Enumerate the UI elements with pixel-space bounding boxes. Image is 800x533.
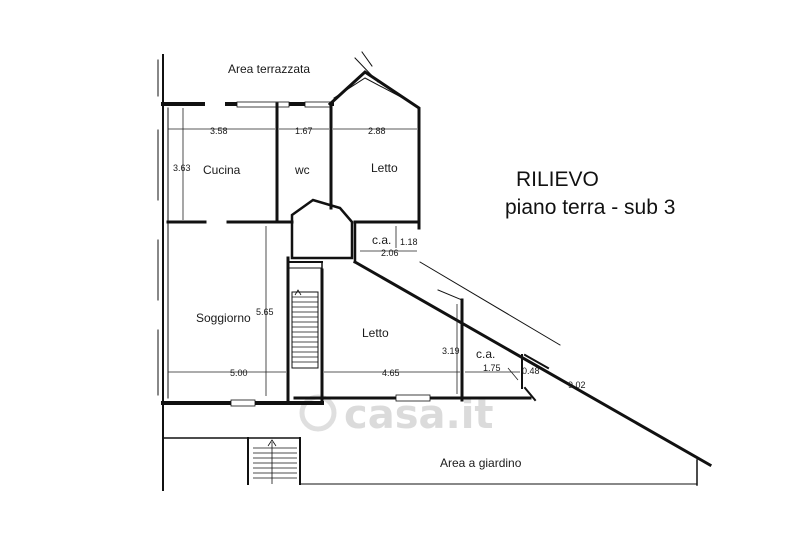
walls [157,51,713,491]
area-giardino-label: Area a giardino [440,456,522,470]
dim-letto-bottom-height: 3.19 [442,346,460,356]
dim-diagonal: 9.02 [568,380,586,390]
area-terrazzata-label: Area terrazzata [228,62,310,76]
dim-soggiorno-width: 5.00 [230,368,248,378]
room-label-ca-top: c.a. [372,233,391,247]
room-label-wc: wc [294,163,310,177]
dim-wc-width: 1.67 [295,126,313,136]
dimension-lines [168,108,520,396]
dim-letto-top-width: 2.88 [368,126,386,136]
dim-soggiorno-height: 5.65 [256,307,274,317]
room-label-letto-bottom: Letto [362,326,389,340]
dim-ca-top-height: 1.18 [400,237,418,247]
dim-ca-bottom-width: 1.75 [483,363,501,373]
dim-letto-bottom-width: 4.65 [382,368,400,378]
plan-subtitle: piano terra - sub 3 [505,196,675,219]
plan-title: RILIEVO [516,168,599,191]
stairs-exterior [253,439,297,484]
stairs-interior [291,289,319,369]
dim-ca-top-width: 2.06 [381,248,399,258]
room-label-letto-top: Letto [371,161,398,175]
dim-cucina-height: 3.63 [173,163,191,173]
room-label-ca-bottom: c.a. [476,347,495,361]
room-label-soggiorno: Soggiorno [196,311,251,325]
dim-cucina-width: 3.58 [210,126,228,136]
dim-ca-bottom-small: 0.48 [522,366,540,376]
room-label-cucina: Cucina [203,163,241,177]
